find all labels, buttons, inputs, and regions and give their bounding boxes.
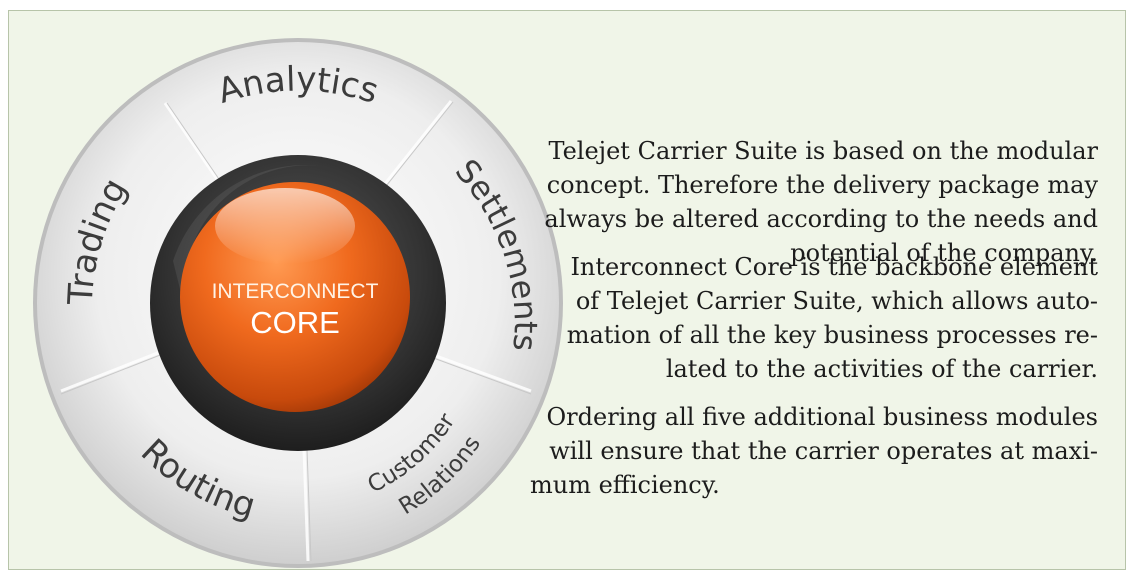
core-subtitle: CORE bbox=[250, 305, 340, 340]
text-line: Ordering all five additional business mo… bbox=[546, 403, 1098, 431]
description-paragraph-ordering: Ordering all five additional business mo… bbox=[530, 400, 1098, 502]
core-shine bbox=[215, 188, 355, 264]
module-wheel-diagram: INTERCONNECT CORE Analytics Settlements … bbox=[23, 21, 573, 577]
text-line: will ensure that the carrier operates at… bbox=[549, 437, 1098, 465]
text-line: concept. Therefore the delivery package … bbox=[546, 171, 1098, 199]
inner-ring-highlight bbox=[173, 164, 323, 321]
text-line: potential of the company. bbox=[790, 239, 1098, 267]
text-line: always be altered according to the needs… bbox=[544, 205, 1098, 233]
content-panel: INTERCONNECT CORE Analytics Settlements … bbox=[8, 10, 1126, 570]
text-line: mum efficiency. bbox=[530, 471, 720, 499]
text-line: Interconnect Core is the backbone elemen… bbox=[570, 253, 1098, 281]
text-line: mation of all the key business processes… bbox=[566, 321, 1098, 349]
description-paragraph-core: Interconnect Core is the backbone elemen… bbox=[560, 250, 1098, 386]
text-line: lated to the activities of the carrier. bbox=[665, 355, 1098, 383]
module-wheel-svg: INTERCONNECT CORE Analytics Settlements … bbox=[33, 38, 563, 568]
text-line: Telejet Carrier Suite is based on the mo… bbox=[548, 137, 1098, 165]
core-title: INTERCONNECT bbox=[212, 280, 379, 303]
text-line: of Telejet Carrier Suite, which allows a… bbox=[575, 287, 1098, 315]
description-paragraph-modular: Telejet Carrier Suite is based on the mo… bbox=[536, 134, 1098, 270]
